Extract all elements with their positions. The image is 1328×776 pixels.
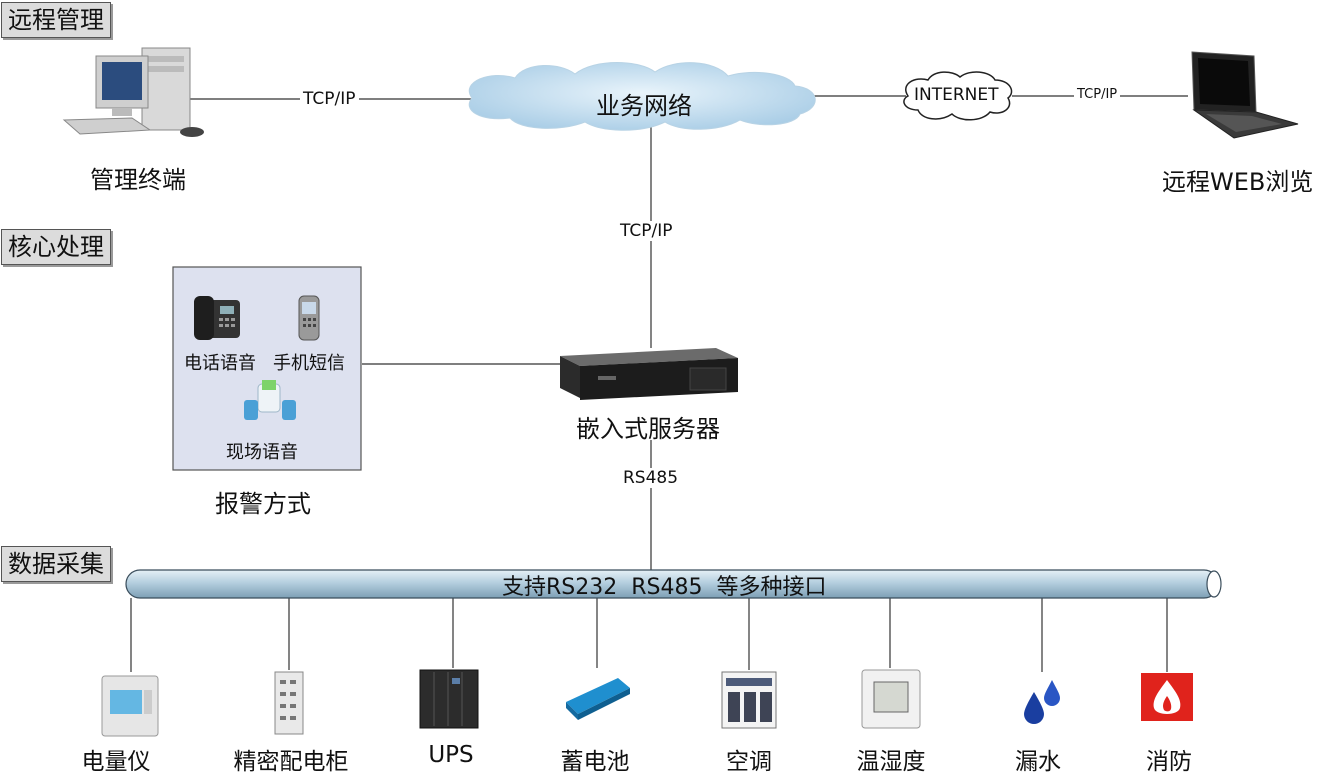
- device-label-ups: UPS: [428, 742, 474, 768]
- phone-voice-label: 电话语音: [184, 353, 256, 374]
- distribution-cabinet-icon: [274, 671, 304, 735]
- section-core-processing: 核心处理: [1, 229, 111, 265]
- device-label-air-conditioner: 空调: [726, 749, 772, 775]
- laptop-icon: [1191, 51, 1299, 139]
- power-meter-icon: [101, 675, 159, 737]
- thermo-hygrometer-icon: [861, 669, 921, 729]
- device-label-distribution-cabinet: 精密配电柜: [233, 749, 349, 775]
- embedded-server-icon: [560, 348, 738, 400]
- mobile-phone-icon: [298, 295, 320, 341]
- battery-icon: [566, 678, 630, 720]
- link-label-rs485: RS485: [620, 468, 682, 488]
- management-terminal-label: 管理终端: [90, 166, 186, 194]
- business-network-cloud-icon: [468, 62, 816, 131]
- interface-bus-pipe: [125, 569, 1222, 599]
- device-label-power-meter: 电量仪: [81, 749, 151, 775]
- internet-cloud-icon: [903, 71, 1013, 121]
- alarm-mode-label: 报警方式: [215, 490, 311, 518]
- air-conditioner-icon: [721, 671, 777, 729]
- internet-label: INTERNET: [914, 85, 999, 105]
- embedded-server-label: 嵌入式服务器: [576, 415, 720, 443]
- link-label-tcp-internet: TCP/IP: [1074, 87, 1121, 102]
- bus-drops: [130, 598, 1168, 672]
- link-label-tcp-terminal: TCP/IP: [300, 89, 359, 109]
- bus-label: 支持RS232 RS485 等多种接口: [502, 575, 827, 600]
- business-network-label: 业务网络: [596, 92, 692, 120]
- section-data-collection: 数据采集: [1, 546, 111, 582]
- sms-label: 手机短信: [273, 353, 345, 374]
- ups-icon: [419, 669, 479, 729]
- speaker-icon: [244, 380, 296, 420]
- desktop-computer-icon: [62, 47, 204, 137]
- desk-phone-icon: [194, 296, 240, 340]
- device-label-thermo-hygrometer: 温湿度: [856, 749, 926, 775]
- section-remote-management: 远程管理: [1, 2, 111, 38]
- remote-web-label: 远程WEB浏览: [1162, 168, 1314, 196]
- link-label-tcp-server: TCP/IP: [617, 221, 676, 241]
- site-voice-label: 现场语音: [226, 442, 298, 463]
- device-label-water-leak: 漏水: [1015, 749, 1061, 775]
- fire-icon: [1141, 673, 1193, 721]
- device-label-battery: 蓄电池: [560, 749, 630, 775]
- water-leak-icon: [1024, 680, 1060, 724]
- device-label-fire: 消防: [1146, 749, 1192, 775]
